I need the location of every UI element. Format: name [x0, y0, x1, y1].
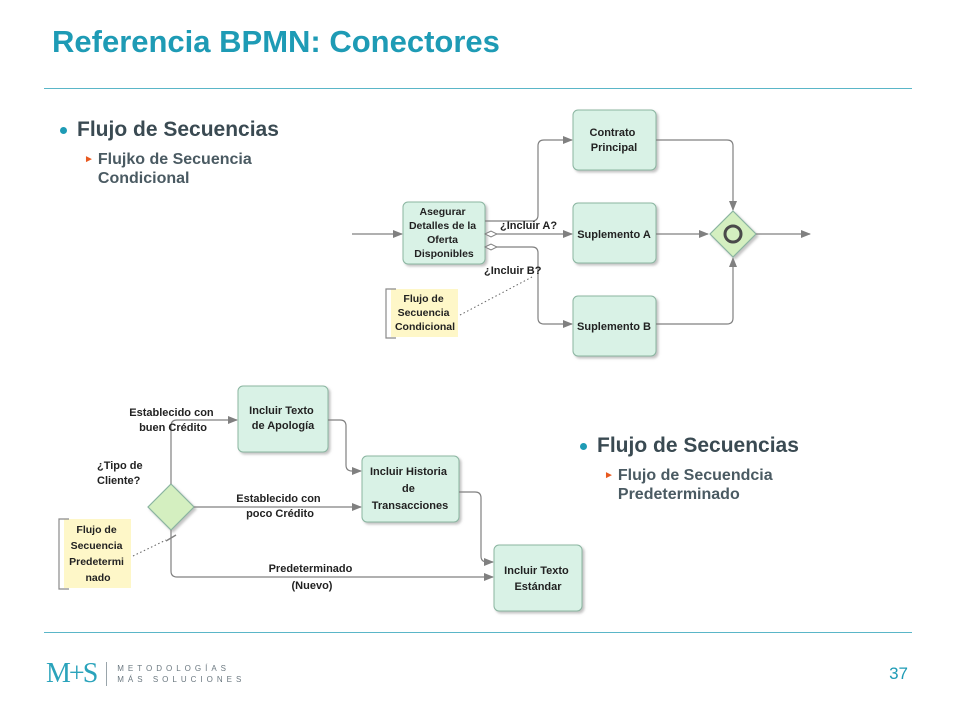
flow-default — [170, 530, 494, 581]
slide-title: Referencia BPMN: Conectores — [52, 24, 500, 59]
gateway-label-line: Cliente? — [97, 475, 141, 487]
flow-apology-to-history — [328, 419, 362, 475]
bullet-dot — [580, 442, 587, 450]
default-flow-slash — [165, 534, 177, 542]
task-label: Suplemento A — [577, 229, 651, 241]
bullet-sub: Flujo de Secuendcia Predeterminado — [617, 467, 773, 503]
svg-text:Contrato Principal: Contrato Principal — [590, 127, 639, 154]
footer-divider — [44, 632, 912, 633]
gateway-label-line: ¿Tipo de — [97, 460, 143, 472]
bullet-bottom: Flujo de Secuencias ►Flujo de Secuendcia… — [580, 434, 848, 504]
page-number: 37 — [889, 664, 908, 683]
task-line: Incluir Texto — [504, 565, 569, 577]
cond-b-label: ¿Incluir B? — [484, 265, 542, 277]
flow-label-line: buen Crédito — [139, 422, 207, 434]
logo-line: METODOLOGÍAS — [117, 664, 231, 673]
bullet-dot — [60, 126, 67, 134]
flow-history-to-standard — [459, 491, 494, 566]
annotation-line: Secuencia — [71, 540, 123, 552]
task-line: Detalles de la — [409, 220, 476, 232]
annotation-association — [132, 539, 167, 557]
bullet-heading: Flujo de Secuencias — [77, 118, 279, 141]
annotation-line: nado — [85, 572, 110, 584]
flow-good-credit — [170, 416, 238, 484]
flow-label-line: poco Crédito — [246, 508, 314, 520]
task-transaction-history — [361, 455, 460, 523]
cond-a-label: ¿Incluir A? — [500, 220, 557, 232]
flow-label-line: Predeterminado — [269, 563, 353, 575]
annotation-line: Predetermi — [69, 556, 124, 568]
task-contract — [572, 109, 657, 171]
annotation-default — [64, 519, 131, 588]
triangle-bullet-icon: ► — [604, 470, 614, 481]
task-standard-text — [493, 544, 583, 612]
inclusive-gateway-circle-icon — [723, 224, 743, 244]
task-line: Incluir Historia — [370, 466, 448, 478]
svg-text:Flujo de Secuencia: Flujo de Secuencia Condicional — [395, 293, 455, 333]
task-line: Transacciones — [372, 500, 448, 512]
flow-contract-to-gateway — [656, 139, 737, 211]
flow-label-line: Establecido con — [236, 493, 321, 505]
task-line: Estándar — [514, 581, 562, 593]
task-line: Contrato — [590, 127, 636, 139]
flow-label-line: Establecido con — [129, 407, 214, 419]
task-line: Oferta — [427, 234, 458, 246]
top-diagram: Asegurar Detalles de la Oferta Disponibl… — [352, 109, 811, 357]
task-line: de — [402, 483, 415, 495]
bottom-diagram: ¿Tipo de Cliente? Establecido con buen C… — [58, 385, 583, 612]
svg-text:Incluir Texto Estándar: Incluir Texto Estándar — [504, 565, 572, 593]
svg-text:Predeterminado (Nuevo): Predeterminado (Nuevo) — [269, 563, 356, 592]
annotation-line: Secuencia — [398, 307, 450, 319]
annotation-line: Flujo de — [76, 524, 116, 536]
annotation-bracket — [58, 518, 69, 590]
svg-text:Flujo de Secuencia: Flujo de Secuencia Predetermi nado — [69, 524, 127, 584]
bullet-top: Flujo de Secuencias ►Flujko de Secuencia… — [60, 118, 328, 188]
flow-suppb-to-gateway — [656, 257, 737, 325]
svg-text:Incluir Historia de: Incluir Historia de Transacciones — [370, 466, 450, 512]
task-label: Suplemento B — [577, 321, 651, 333]
bullet-heading: Flujo de Secuencias — [597, 434, 799, 457]
task-line: Asegurar — [419, 206, 465, 218]
annotation-line: Flujo de — [403, 293, 443, 305]
task-line: Incluir Texto — [249, 405, 314, 417]
annotation-conditional — [391, 289, 458, 337]
task-supplement-a — [572, 202, 657, 264]
bullet-sub: Flujko de Secuencia Condicional — [97, 151, 252, 187]
svg-text:Incluir Texto de Apologí: Incluir Texto de Apología — [249, 405, 317, 432]
task-supplement-b — [572, 295, 657, 357]
task-line: Disponibles — [414, 248, 474, 260]
inclusive-gateway — [709, 210, 757, 258]
task-line: de Apología — [252, 420, 315, 432]
flow-to-contract — [485, 136, 573, 222]
conditional-flow-b — [485, 247, 572, 324]
annotation-line: Condicional — [395, 321, 455, 333]
triangle-bullet-icon: ► — [84, 154, 94, 165]
flow-label-line: (Nuevo) — [292, 580, 333, 592]
svg-text:Establecido con poco Cré: Establecido con poco Crédito — [236, 493, 323, 520]
annotation-bracket — [385, 288, 396, 339]
svg-text:¿Tipo de Cliente?: ¿Tipo de Cliente? — [97, 460, 146, 487]
svg-text:Establecido con buen Cré: Establecido con buen Crédito — [129, 407, 216, 434]
title-divider — [44, 88, 912, 89]
exclusive-gateway — [147, 483, 195, 531]
task-line: Principal — [591, 142, 637, 154]
logo-mark: M+S — [46, 658, 98, 689]
company-logo: M+S METODOLOGÍAS MÁS SOLUCIONES — [46, 658, 245, 690]
logo-separator — [106, 662, 108, 686]
logo-line: MÁS SOLUCIONES — [117, 675, 246, 684]
svg-text:Asegurar Detalles de la: Asegurar Detalles de la Oferta Disponibl… — [409, 206, 479, 260]
annotation-association — [459, 276, 533, 316]
task-apology-text — [237, 385, 329, 453]
